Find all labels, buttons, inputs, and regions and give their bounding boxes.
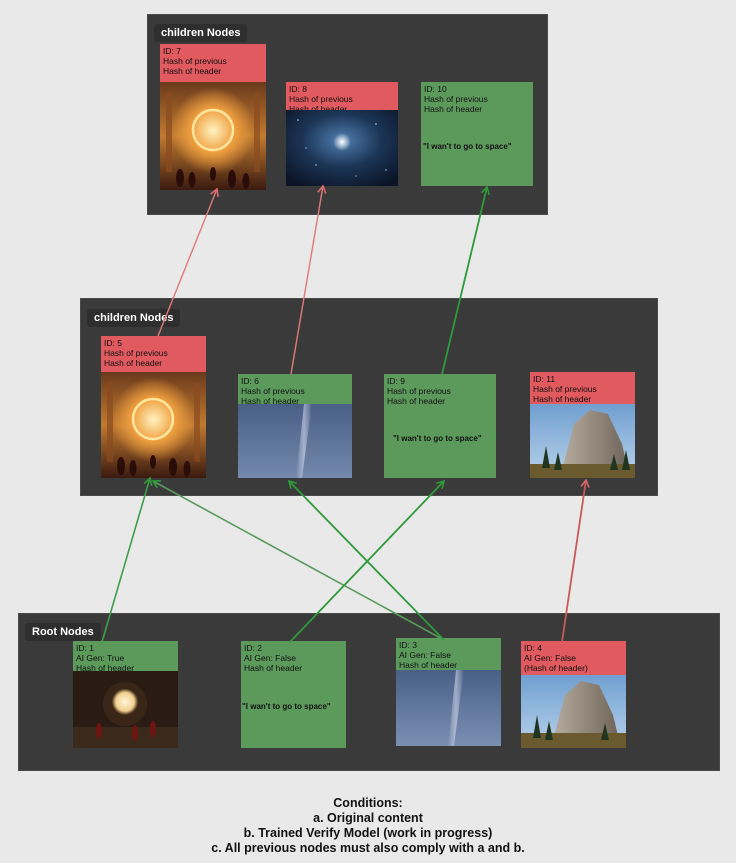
edge-n1-n5	[101, 476, 153, 643]
node-4-image	[521, 675, 626, 748]
edge-n6-n8	[290, 184, 327, 375]
node-4-header[interactable]: ID: 4 AI Gen: False (Hash of header)	[521, 641, 626, 675]
condition-item: a. Original content	[313, 811, 423, 825]
node-1-header[interactable]: ID: 1 AI Gen: True Hash of header	[73, 641, 178, 673]
node-5-image	[101, 372, 206, 478]
condition-item: c. All previous nodes must also comply w…	[211, 841, 525, 855]
conditions-block: Conditions: a. Original content b. Train…	[0, 796, 736, 856]
node-5-header[interactable]: ID: 5 Hash of previous Hash of header	[101, 336, 206, 372]
frame-title: children Nodes	[154, 24, 248, 42]
node-9-quote: "I wan't to go to space"	[393, 434, 482, 443]
node-3-header[interactable]: ID: 3 AI Gen: False Hash of header	[396, 638, 501, 670]
node-11-header[interactable]: ID: 11 Hash of previous Hash of header	[530, 372, 635, 404]
node-1-image	[73, 671, 178, 748]
node-10-card[interactable]: ID: 10 Hash of previous Hash of header	[421, 82, 533, 186]
node-2-card[interactable]: ID: 2 AI Gen: False Hash of header	[241, 641, 346, 748]
edge-n4-n11	[561, 478, 590, 643]
node-7-image	[160, 82, 266, 190]
node-3-image	[396, 670, 501, 746]
node-8-header[interactable]: ID: 8 Hash of previous Hash of header	[286, 82, 398, 114]
frame-title: children Nodes	[87, 309, 181, 327]
edge-n9-n10	[441, 185, 491, 375]
node-9-card[interactable]: ID: 9 Hash of previous Hash of header	[384, 374, 496, 478]
edge-n2-n9	[289, 479, 446, 643]
edge-n5-n7	[157, 187, 219, 337]
edge-n3-n5	[151, 480, 445, 641]
edge-n3-n6	[287, 479, 445, 641]
node-6-image	[238, 404, 352, 478]
node-2-quote: "I wan't to go to space"	[242, 702, 331, 711]
node-7-header[interactable]: ID: 7 Hash of previous Hash of header	[160, 44, 266, 82]
condition-item: b. Trained Verify Model (work in progres…	[243, 826, 493, 840]
conditions-heading: Conditions:	[333, 796, 403, 810]
node-8-image	[286, 110, 398, 186]
node-11-image	[530, 404, 635, 478]
frame-title: Root Nodes	[25, 623, 101, 641]
node-10-quote: "I wan't to go to space"	[423, 142, 512, 151]
node-6-header[interactable]: ID: 6 Hash of previous Hash of header	[238, 374, 352, 406]
